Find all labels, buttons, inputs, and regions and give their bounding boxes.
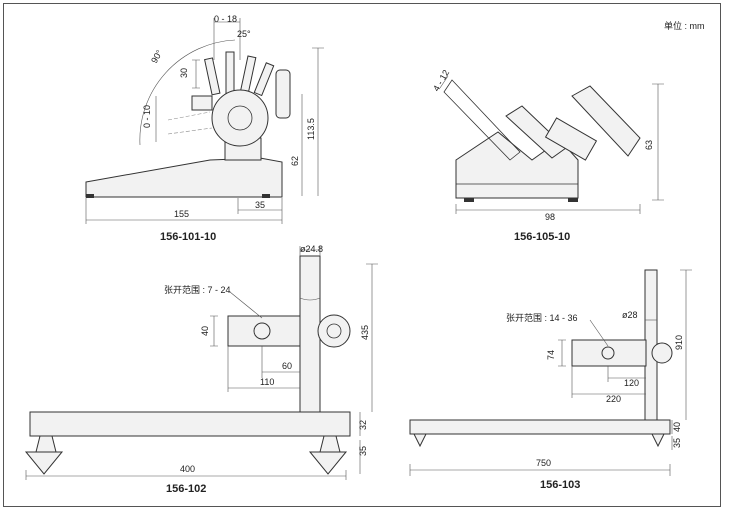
dim-line [299, 246, 321, 256]
dim-40: 40 [200, 326, 210, 336]
dim-0-10: 0 - 10 [142, 105, 152, 128]
dim-90-degree: 90° [149, 48, 165, 65]
dim-line [227, 346, 300, 392]
angle-arc [139, 39, 236, 146]
block-foot [464, 198, 474, 202]
base-foot [262, 194, 270, 198]
dim-60: 60 [282, 361, 292, 371]
leveling-foot [651, 433, 665, 448]
side-knob [275, 69, 291, 119]
dim-98: 98 [545, 212, 555, 222]
stand-base [409, 419, 671, 435]
dim-400: 400 [180, 464, 195, 474]
dim-155: 155 [174, 209, 189, 219]
view-156-105-10: 4 - 12 63 98 156-105-10 [431, 68, 664, 243]
clamp-screw [544, 117, 598, 161]
dim-35: 35 [255, 200, 265, 210]
dim-25-degree: 25° [237, 29, 251, 39]
dim-63: 63 [644, 140, 654, 150]
leveling-foot [319, 435, 341, 453]
dim-32: 32 [358, 420, 368, 430]
dim-line [261, 346, 300, 378]
dim-110: 110 [260, 377, 274, 387]
column [299, 255, 321, 413]
leader-line [589, 319, 609, 347]
dim-30: 30 [179, 68, 189, 78]
dim-4-12: 4 - 12 [431, 68, 451, 93]
workpiece [443, 79, 521, 161]
stand-base [29, 411, 351, 437]
dim-line [312, 47, 324, 196]
dim-220: 220 [606, 394, 621, 404]
clamp-knob [317, 314, 351, 348]
clamp-block [191, 95, 213, 111]
dim-line [237, 198, 282, 214]
leveling-foot [413, 433, 427, 448]
dim-120: 120 [624, 378, 639, 388]
clamp-arm [239, 55, 257, 96]
dim-diameter-24-8: ø24.8 [300, 244, 323, 254]
dim-line [366, 263, 378, 412]
dim-line [192, 59, 200, 89]
leveling-foot [35, 435, 57, 453]
clamp-arm [253, 62, 275, 97]
knob-hub [326, 323, 342, 339]
dim-line [558, 339, 566, 367]
dim-line [213, 18, 241, 60]
clamp-arm [225, 51, 235, 95]
sheet-border [3, 3, 721, 507]
clamp-arm [204, 57, 221, 96]
clamp-knob [211, 89, 269, 147]
dim-62: 62 [290, 156, 300, 166]
dim-74: 74 [546, 350, 556, 360]
clamp-jaw [253, 322, 271, 340]
arm-ghost [167, 111, 213, 135]
model-156-105-10: 156-105-10 [514, 231, 570, 243]
dim-line [607, 366, 646, 382]
dim-line [25, 470, 347, 480]
leader-line [229, 291, 263, 319]
dim-750: 750 [536, 458, 551, 468]
dim-line [571, 366, 646, 398]
view-156-102: ø24.8 张开范围 : 7 - 24 40 60 110 435 32 35 … [24, 244, 378, 495]
unit-note: 单位 : mm [664, 20, 705, 31]
dim-line [409, 464, 671, 476]
base-foot [86, 194, 94, 198]
opening-range-label: 张开范围 : 7 - 24 [164, 284, 231, 295]
dim-line [680, 269, 692, 420]
screw-knob [571, 85, 641, 157]
dim-line [439, 75, 449, 89]
stand-base [85, 157, 283, 198]
dim-35: 35 [358, 446, 368, 456]
model-156-102: 156-102 [166, 483, 206, 495]
dim-35: 35 [672, 438, 682, 448]
dim-line [85, 198, 283, 224]
clamp-knob [651, 342, 673, 364]
clamp-jaw [601, 346, 615, 360]
dim-line [455, 204, 641, 214]
model-156-103: 156-103 [540, 479, 580, 491]
view-156-103: ø28 张开范围 : 14 - 36 74 120 220 910 40 35 … [409, 269, 692, 491]
column-break [299, 297, 321, 301]
dim-line [652, 83, 664, 201]
dim-0-18: 0 - 18 [214, 14, 237, 24]
dim-diameter-28: ø28 [622, 310, 638, 320]
view-156-101-10: 0 - 18 25° 30 90° 0 - 10 113.5 62 155 35… [85, 14, 324, 243]
leveling-foot [308, 451, 348, 475]
dim-435: 435 [360, 325, 370, 340]
dim-40: 40 [672, 422, 682, 432]
model-156-101-10: 156-101-10 [160, 231, 216, 243]
dim-113-5: 113.5 [306, 118, 316, 140]
opening-range-label: 张开范围 : 14 - 36 [506, 312, 578, 323]
dim-line [210, 315, 218, 347]
dim-910: 910 [674, 335, 684, 350]
knob-hub [227, 105, 253, 131]
block-foot [568, 198, 578, 202]
leveling-foot [24, 451, 64, 475]
